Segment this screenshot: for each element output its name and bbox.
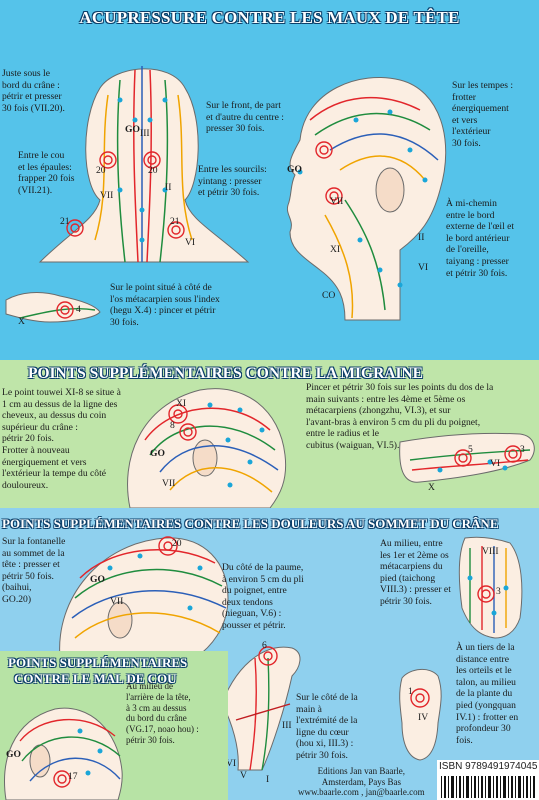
vtx-label-go: GO	[90, 574, 105, 585]
neck-note-noaohou: Au milieu de l'arrière de la tête, à 3 c…	[126, 681, 199, 745]
neck-label-17: 17	[68, 771, 78, 782]
mig-label-3: 3	[520, 444, 525, 455]
label-xi-side: XI	[330, 244, 341, 255]
migraine-head-illustration	[127, 388, 287, 508]
vtx-label-vii: VII	[110, 596, 124, 607]
vertex-head-illustration	[59, 536, 229, 659]
label-iii-back: III	[140, 128, 150, 139]
note-hegu: Sur le point situé à côté de l'os métaca…	[110, 282, 220, 328]
note-neck-shoulders: Entre le cou et les épaules: frapper 20 …	[18, 150, 75, 196]
label-go-back: GO	[125, 124, 140, 135]
vtx-label-1: 1	[408, 686, 413, 697]
vtx-label-i: I	[266, 774, 270, 785]
mig-label-vii: VII	[162, 478, 176, 489]
note-taiyang: À mi-chemin entre le bord externe de l'œ…	[446, 198, 515, 279]
label-ii-side: II	[418, 232, 425, 243]
label-4-hand: 4	[76, 304, 81, 315]
vtx-label-6: 6	[262, 640, 267, 651]
label-20a: 20	[96, 165, 106, 176]
migraine-note-touwei: Le point touwei XI-8 se situe à 1 cm au …	[2, 387, 121, 491]
neck-label-go: GO	[6, 749, 21, 760]
mig-label-go: GO	[150, 448, 165, 459]
mig-label-xi: XI	[176, 398, 187, 409]
label-vi-back: VI	[185, 237, 196, 248]
isbn-label: ISBN 9789491974045	[437, 760, 539, 774]
vertex-note-baihui: Sur la fontanelle au sommet de la tête :…	[2, 536, 66, 605]
back-of-head-illustration	[38, 66, 250, 263]
label-vii-back: VII	[100, 190, 114, 201]
label-ii-back: II	[165, 182, 172, 193]
note-forehead: Sur le front, de part et d'autre du cent…	[206, 100, 284, 135]
headache-section: ACUPRESSURE CONTRE LES MAUX DE TÊTE GO V…	[0, 0, 539, 360]
mig-label-8: 8	[170, 420, 175, 431]
palm-forearm-illustration	[221, 646, 301, 771]
vtx-label-v: V	[240, 770, 247, 781]
vtx-label-vi: VI	[226, 758, 237, 769]
hand-hegu-illustration	[5, 292, 101, 323]
vertex-note-yongquan: À un tiers de la distance entre les orte…	[456, 642, 519, 746]
migraine-section: POINTS SUPPLÉMENTAIRES CONTRE LA MIGRAIN…	[0, 360, 539, 508]
vertex-title: POINTS SUPPLÉMENTAIRES CONTRE LES DOULEU…	[2, 516, 499, 531]
side-head-illustration	[286, 77, 447, 321]
headache-title: ACUPRESSURE CONTRE LES MAUX DE TÊTE	[79, 8, 460, 27]
sole-illustration	[399, 669, 442, 761]
label-x-hand: X	[18, 316, 25, 327]
migraine-note-hand: Pincer et pétrir 30 fois sur les points …	[306, 382, 494, 451]
publisher-info: Editions Jan van Baarle, Amsterdam, Pays…	[298, 766, 425, 797]
label-vii-side: VII	[330, 196, 344, 207]
vtx-label-iii: III	[282, 720, 292, 731]
note-yintang: Entre les sourcils: yintang : presser et…	[198, 164, 267, 199]
label-21b: 21	[170, 216, 180, 227]
neck-title-line1: POINTS SUPPLÉMENTAIRES	[8, 655, 188, 670]
neck-note-houxi: Sur le côté de la main à l'extrémité de …	[296, 692, 358, 761]
barcode-graphic	[437, 774, 539, 800]
foot-top-illustration	[458, 536, 523, 639]
neck-title-line2: CONTRE LE MAL DE COU	[14, 671, 177, 686]
note-under-skull: Juste sous le bord du crâne : pétrir et …	[2, 68, 65, 114]
mig-label-x: X	[428, 482, 435, 493]
mig-label-vi: VI	[490, 458, 501, 469]
label-co-side: CO	[322, 290, 336, 301]
vtx-label-20: 20	[172, 538, 182, 549]
label-20b: 20	[148, 165, 158, 176]
mig-label-5: 5	[468, 444, 473, 455]
migraine-title: POINTS SUPPLÉMENTAIRES CONTRE LA MIGRAIN…	[28, 365, 424, 382]
migraine-forearm-illustration	[399, 432, 535, 483]
label-go-side: GO	[287, 164, 302, 175]
label-vi-side: VI	[418, 262, 429, 273]
vtx-label-3: 3	[496, 586, 501, 597]
vertex-note-taichong: Au milieu, entre les 1er et 2ème os méta…	[380, 538, 451, 607]
vertex-section: POINTS SUPPLÉMENTAIRES CONTRE LES DOULEU…	[0, 508, 539, 800]
neck-head-illustration	[4, 707, 123, 800]
note-temples: Sur les tempes : frotter énergiquement e…	[452, 80, 514, 149]
neck-subpanel: POINTS SUPPLÉMENTAIRES CONTRE LE MAL DE …	[0, 651, 228, 800]
label-21a: 21	[60, 216, 70, 227]
vtx-label-viii: VIII	[482, 546, 499, 557]
vtx-label-iv: IV	[418, 712, 429, 723]
vertex-note-nieguan: Du côté de la paume, à environ 5 cm du p…	[222, 562, 304, 631]
